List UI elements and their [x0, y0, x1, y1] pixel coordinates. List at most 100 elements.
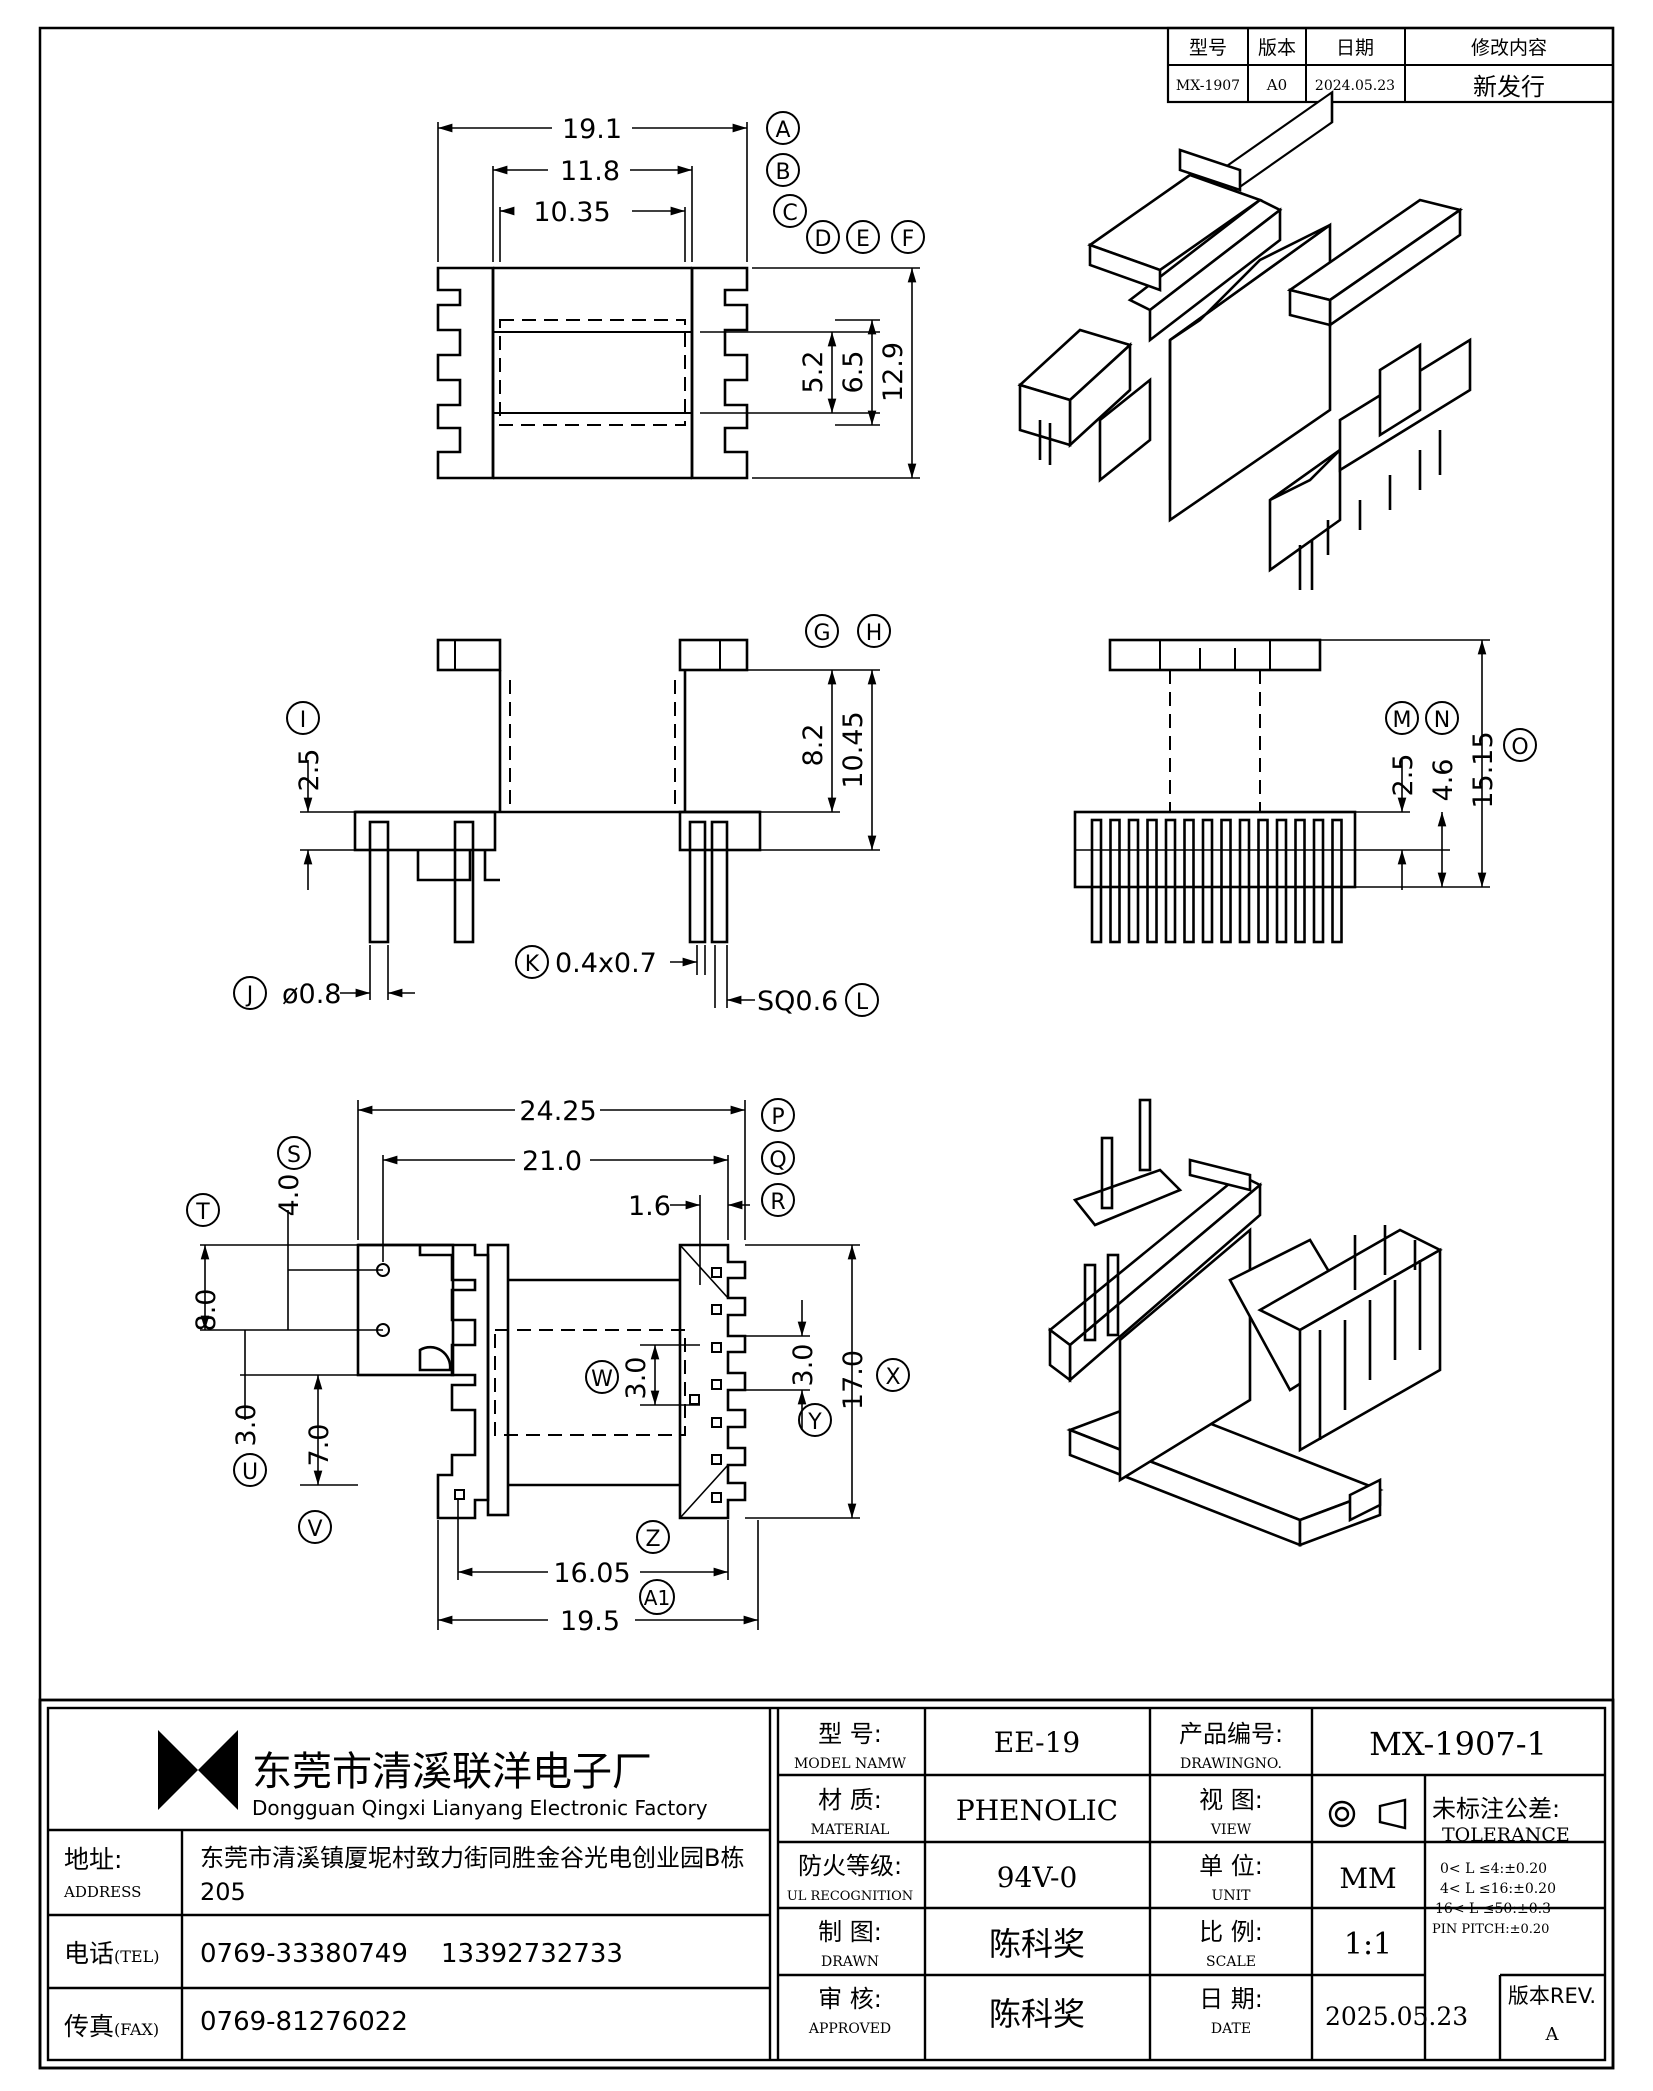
- balloon-J: J: [233, 976, 267, 1010]
- dim-E-value: 6.5: [838, 351, 869, 394]
- unit-value: MM: [1339, 1862, 1396, 1895]
- dim-S-value: 4.0: [274, 1174, 305, 1217]
- drawn-label-en: DRAWN: [821, 1954, 879, 1970]
- side-pin: [1090, 818, 1103, 944]
- model-label-en: MODEL NAMW: [794, 1756, 907, 1772]
- dim-N-value: 4.6: [1428, 759, 1459, 802]
- side-pin: [1312, 818, 1325, 944]
- balloon-P: P: [761, 1098, 795, 1132]
- dim-K-value: 0.4x0.7: [555, 948, 657, 979]
- balloon-G: G: [805, 614, 839, 648]
- svg-text:Y: Y: [807, 1410, 822, 1435]
- scale-label-cn: 比 例:: [1199, 1918, 1263, 1946]
- material-label-cn: 材 质:: [818, 1786, 882, 1814]
- company-name-en: Dongguan Qingxi Lianyang Electronic Fact…: [252, 1796, 708, 1820]
- side-pin: [1238, 818, 1251, 944]
- dim-G-value: 8.2: [798, 724, 829, 767]
- rev-label: 版本REV.: [1508, 1984, 1596, 2008]
- approved-label-en: APPROVED: [808, 2021, 891, 2037]
- pin-square: [711, 1342, 722, 1353]
- svg-text:A: A: [775, 118, 790, 143]
- balloon-R: R: [761, 1183, 795, 1217]
- tolerance-line-3: 16< L ≤50:±0.3: [1435, 1901, 1551, 1917]
- dim-J-value: ø0.8: [282, 979, 341, 1010]
- svg-text:U: U: [242, 1460, 258, 1485]
- drawing-no-label-en: DRAWINGNO.: [1180, 1756, 1282, 1772]
- svg-text:M: M: [1393, 708, 1412, 733]
- pin-square: [454, 1489, 465, 1500]
- dim-T-value: 8.0: [191, 1289, 222, 1332]
- side-view: 2.5 4.6 15.15 M N O: [1073, 638, 1537, 944]
- dim-M-value: 2.5: [1388, 754, 1419, 797]
- svg-text:I: I: [300, 708, 307, 733]
- svg-text:O: O: [1511, 735, 1528, 760]
- pin-square: [689, 1394, 700, 1405]
- balloon-X: X: [876, 1358, 910, 1392]
- balloon-S: S: [277, 1136, 311, 1170]
- title-block: 东莞市清溪联洋电子厂 Dongguan Qingxi Lianyang Elec…: [38, 1698, 1615, 2070]
- balloon-V: V: [298, 1510, 332, 1544]
- side-pin: [1331, 818, 1343, 944]
- svg-text:L: L: [856, 990, 869, 1015]
- svg-text:Q: Q: [769, 1148, 786, 1173]
- dim-Z-value: 16.05: [553, 1558, 630, 1589]
- pin-square: [711, 1454, 722, 1465]
- view-label-en: VIEW: [1210, 1822, 1252, 1838]
- approved-label-cn: 审 核:: [818, 1985, 882, 2013]
- svg-text:N: N: [1434, 708, 1450, 733]
- svg-text:B: B: [775, 160, 790, 185]
- address-label-cn: 地址:: [64, 1845, 122, 1874]
- dim-Y-value: 3.0: [788, 1344, 819, 1387]
- svg-text:X: X: [885, 1365, 900, 1390]
- dim-W-value: 3.0: [621, 1357, 652, 1400]
- balloon-E: E: [846, 220, 880, 254]
- view-label-cn: 视 图:: [1199, 1786, 1263, 1814]
- balloon-Y: Y: [798, 1403, 832, 1437]
- side-pin: [1220, 818, 1232, 944]
- balloon-A1: A1: [639, 1579, 675, 1615]
- svg-text:C: C: [782, 201, 797, 226]
- front-view: 8.2 10.45 2.5 ø0.8 0.4x0.7 SQ0.6 G H I J…: [233, 614, 891, 1017]
- rev-change-value: 新发行: [1473, 73, 1545, 101]
- side-pin: [1127, 818, 1140, 944]
- svg-text:W: W: [591, 1367, 613, 1392]
- rev-header-version: 版本: [1258, 37, 1296, 59]
- tolerance-label-en: TOLERANCE: [1442, 1824, 1570, 1846]
- dim-X-value: 17.0: [838, 1350, 869, 1410]
- projection-symbol-icon: [1328, 1798, 1407, 1830]
- balloon-A: A: [766, 111, 800, 145]
- drawing-no-label-cn: 产品编号:: [1179, 1720, 1283, 1748]
- rev-date-value: 2024.05.23: [1315, 78, 1395, 94]
- svg-text:R: R: [770, 1190, 785, 1215]
- rev-header-model: 型号: [1189, 37, 1227, 59]
- side-pin: [1109, 818, 1121, 944]
- svg-text:H: H: [866, 621, 883, 646]
- bottom-view-pin-squares: [454, 1267, 722, 1503]
- dim-A-value: 19.1: [562, 114, 622, 145]
- balloon-Z: Z: [636, 1520, 670, 1554]
- pin-square: [711, 1379, 722, 1390]
- model-label-cn: 型 号:: [818, 1720, 882, 1748]
- svg-text:P: P: [771, 1105, 784, 1130]
- company-name-cn: 东莞市清溪联洋电子厂: [252, 1749, 652, 1795]
- material-label-en: MATERIAL: [811, 1822, 890, 1838]
- date-label-en: DATE: [1211, 2021, 1251, 2037]
- dim-L-value: SQ0.6: [757, 986, 838, 1017]
- side-pin: [1257, 818, 1269, 944]
- balloon-M: M: [1385, 701, 1419, 735]
- dim-F-value: 12.9: [878, 342, 909, 402]
- rev-version-value: A0: [1266, 76, 1287, 94]
- svg-text:A1: A1: [644, 1586, 670, 1610]
- ul-value: 94V-0: [997, 1861, 1078, 1894]
- unit-label-cn: 单 位:: [1199, 1852, 1263, 1880]
- dim-A1-value: 19.5: [560, 1606, 620, 1637]
- svg-text:G: G: [813, 621, 830, 646]
- tolerance-line-2: 4< L ≤16:±0.20: [1440, 1881, 1556, 1897]
- svg-text:V: V: [307, 1517, 322, 1542]
- drawn-label-cn: 制 图:: [818, 1918, 882, 1946]
- material-value: PHENOLIC: [956, 1794, 1118, 1827]
- scale-value: 1:1: [1344, 1927, 1392, 1962]
- isometric-view-bottom: [1047, 1098, 1443, 1547]
- drawn-value: 陈科奖: [989, 1925, 1085, 1963]
- dim-O-value: 15.15: [1468, 731, 1499, 808]
